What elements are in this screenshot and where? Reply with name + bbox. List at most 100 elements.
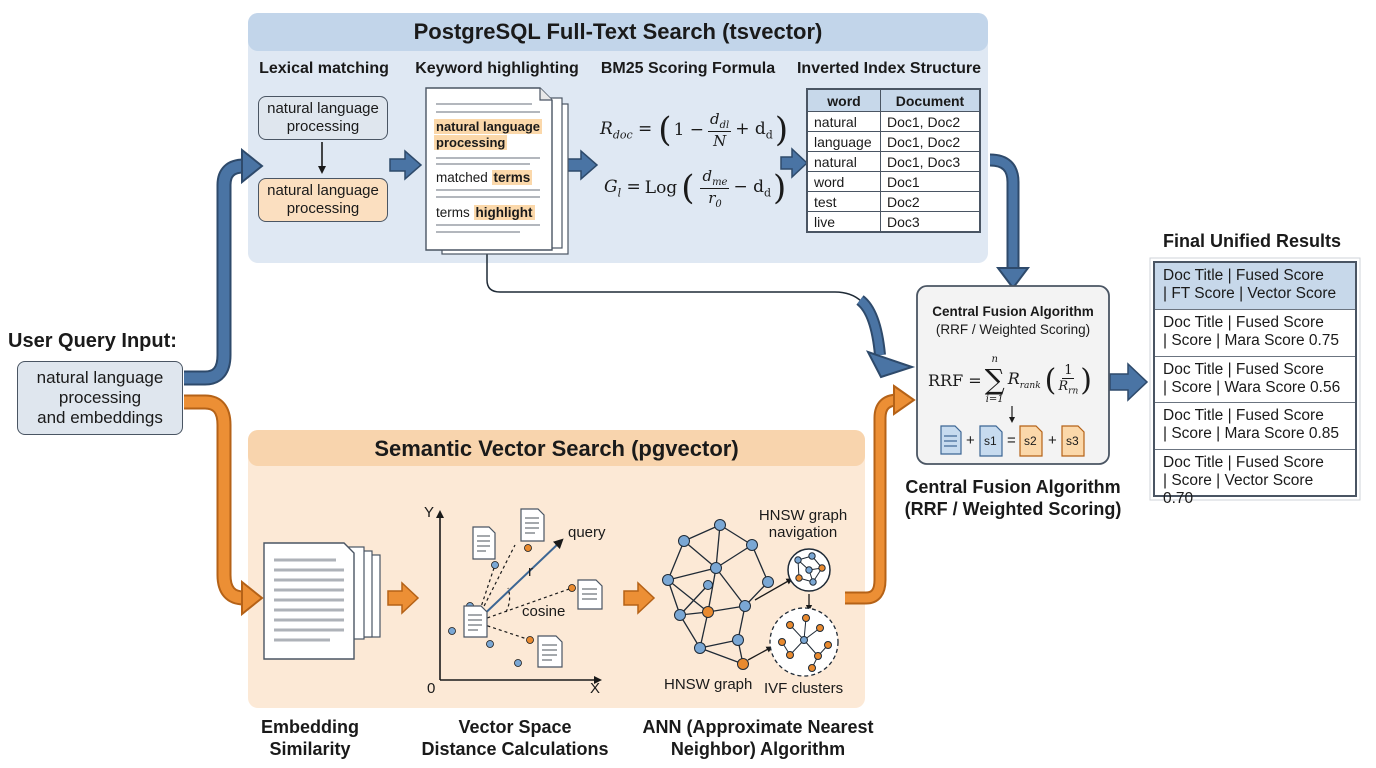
hnsw-navigation-label: HNSW graph navigation (758, 507, 848, 541)
vector-to-fusion-arrowhead (893, 384, 916, 416)
index-cell-word: natural (806, 111, 881, 132)
result-item[interactable]: Doc Title | Fused Score | Score | Wara S… (1155, 355, 1355, 402)
fts-title: PostgreSQL Full-Text Search (tsvector) (413, 19, 823, 44)
fts-step-arrow (389, 147, 809, 181)
highlighted-term: terms (491, 170, 533, 185)
ann-caption: ANN (Approximate Nearest Neighbor) Algor… (642, 717, 874, 759)
axis-origin-label: 0 (427, 680, 436, 697)
fusion-s3-doc (1061, 425, 1085, 457)
index-cell-document: Doc1 (880, 171, 981, 192)
vector-title: Semantic Vector Search (pgvector) (374, 436, 739, 461)
highlighted-term: highlight (473, 205, 535, 220)
cosine-label: cosine (522, 603, 566, 620)
fusion-s3-label: s3 (1066, 434, 1079, 448)
graph-node (710, 562, 722, 574)
query-vector (475, 538, 564, 623)
query-label-plot: query (568, 524, 606, 541)
vector-panel (248, 430, 865, 708)
doc-highlight-line-1: natural language processing (434, 119, 543, 151)
inverted-index-header: Inverted Index Structure (796, 60, 982, 77)
index-to-fusion-arrowhead (996, 267, 1030, 290)
fusion-plus-2: + (1048, 432, 1057, 449)
lexical-query-terms: natural language processing (258, 96, 388, 140)
query-to-fts-arrowhead (241, 147, 264, 185)
index-header-document: Document (880, 88, 981, 112)
hnsw-graph-label: HNSW graph (664, 676, 753, 693)
query-input: natural language processing and embeddin… (17, 361, 183, 435)
hnsw-graph (662, 519, 839, 677)
index-cell-document: Doc3 (880, 211, 981, 233)
fusion-eq: = (1007, 432, 1016, 449)
graph-node (732, 634, 744, 646)
doc-terms-word: terms (436, 205, 470, 220)
doc-matched-line: matched terms (436, 170, 533, 185)
bm25-header: BM25 Scoring Formula (600, 60, 776, 77)
query-to-vector-arrow (184, 394, 250, 606)
highlighted-term: natural language (434, 119, 543, 134)
graph-node (702, 606, 714, 618)
vector-space-plot (436, 508, 603, 684)
ivf-clusters-label: IVF clusters (764, 680, 844, 697)
embedding-caption: Embedding Similarity (261, 717, 359, 759)
fusion-s2-doc (1019, 425, 1043, 457)
fusion-box (916, 285, 1110, 465)
fts-into-fusion-arrowhead (865, 350, 916, 379)
graph-node (714, 519, 726, 531)
lexical-matching-header: Lexical matching (259, 60, 389, 77)
results-title: Final Unified Results (1162, 231, 1342, 251)
fusion-s1-doc (979, 425, 1003, 457)
index-header-word: word (806, 88, 881, 112)
keyword-highlighting-header: Keyword highlighting (415, 60, 579, 77)
axis-y-label: Y (424, 504, 435, 521)
graph-node (739, 600, 751, 612)
index-cell-word: language (806, 131, 881, 152)
graph-node (703, 580, 713, 590)
index-cell-document: Doc2 (880, 191, 981, 212)
result-item[interactable]: Doc Title | Fused Score | Score | Mara S… (1155, 402, 1355, 448)
fts-panel-header (248, 13, 988, 51)
axis-x-label: X (590, 680, 601, 697)
result-item[interactable]: Doc Title | Fused Score | Score | Mara S… (1155, 309, 1355, 355)
fusion-box-title: Central Fusion Algorithm (932, 304, 1094, 319)
index-cell-word: live (806, 211, 881, 233)
query-label: User Query Input: (8, 330, 177, 352)
index-cell-document: Doc1, Doc2 (880, 111, 981, 132)
graph-node (694, 642, 706, 654)
highlight-to-fusion-line (486, 252, 879, 361)
fusion-s1-label: s1 (984, 434, 997, 448)
fusion-s2-label: s2 (1024, 434, 1037, 448)
graph-node (746, 539, 758, 551)
result-item[interactable]: Doc Title | Fused Score | Score | Vector… (1155, 448, 1355, 507)
lexical-matched-terms: natural language processing (258, 178, 388, 222)
result-item[interactable]: Doc Title | Fused Score | FT Score | Vec… (1163, 267, 1337, 302)
index-cell-word: word (806, 171, 881, 192)
doc-matched-word: matched (436, 170, 488, 185)
graph-node (678, 535, 690, 547)
fusion-plus-1: + (966, 432, 975, 449)
index-cell-word: test (806, 191, 881, 212)
doc-terms-line: terms highlight (436, 205, 535, 220)
fusion-doc-icon (940, 425, 962, 455)
vector-space-caption: Vector Space Distance Calculations (421, 717, 609, 759)
vector-step-arrow (387, 581, 656, 615)
query-to-vector-arrowhead (241, 579, 264, 617)
fusion-caption: Central Fusion Algorithm (RRF / Weighted… (904, 477, 1122, 519)
index-cell-document: Doc1, Doc3 (880, 151, 981, 172)
embedding-document-stack (263, 542, 381, 660)
index-cell-document: Doc1, Doc2 (880, 131, 981, 152)
vector-panel-header (248, 430, 865, 466)
graph-node (674, 609, 686, 621)
graph-node (737, 658, 749, 670)
